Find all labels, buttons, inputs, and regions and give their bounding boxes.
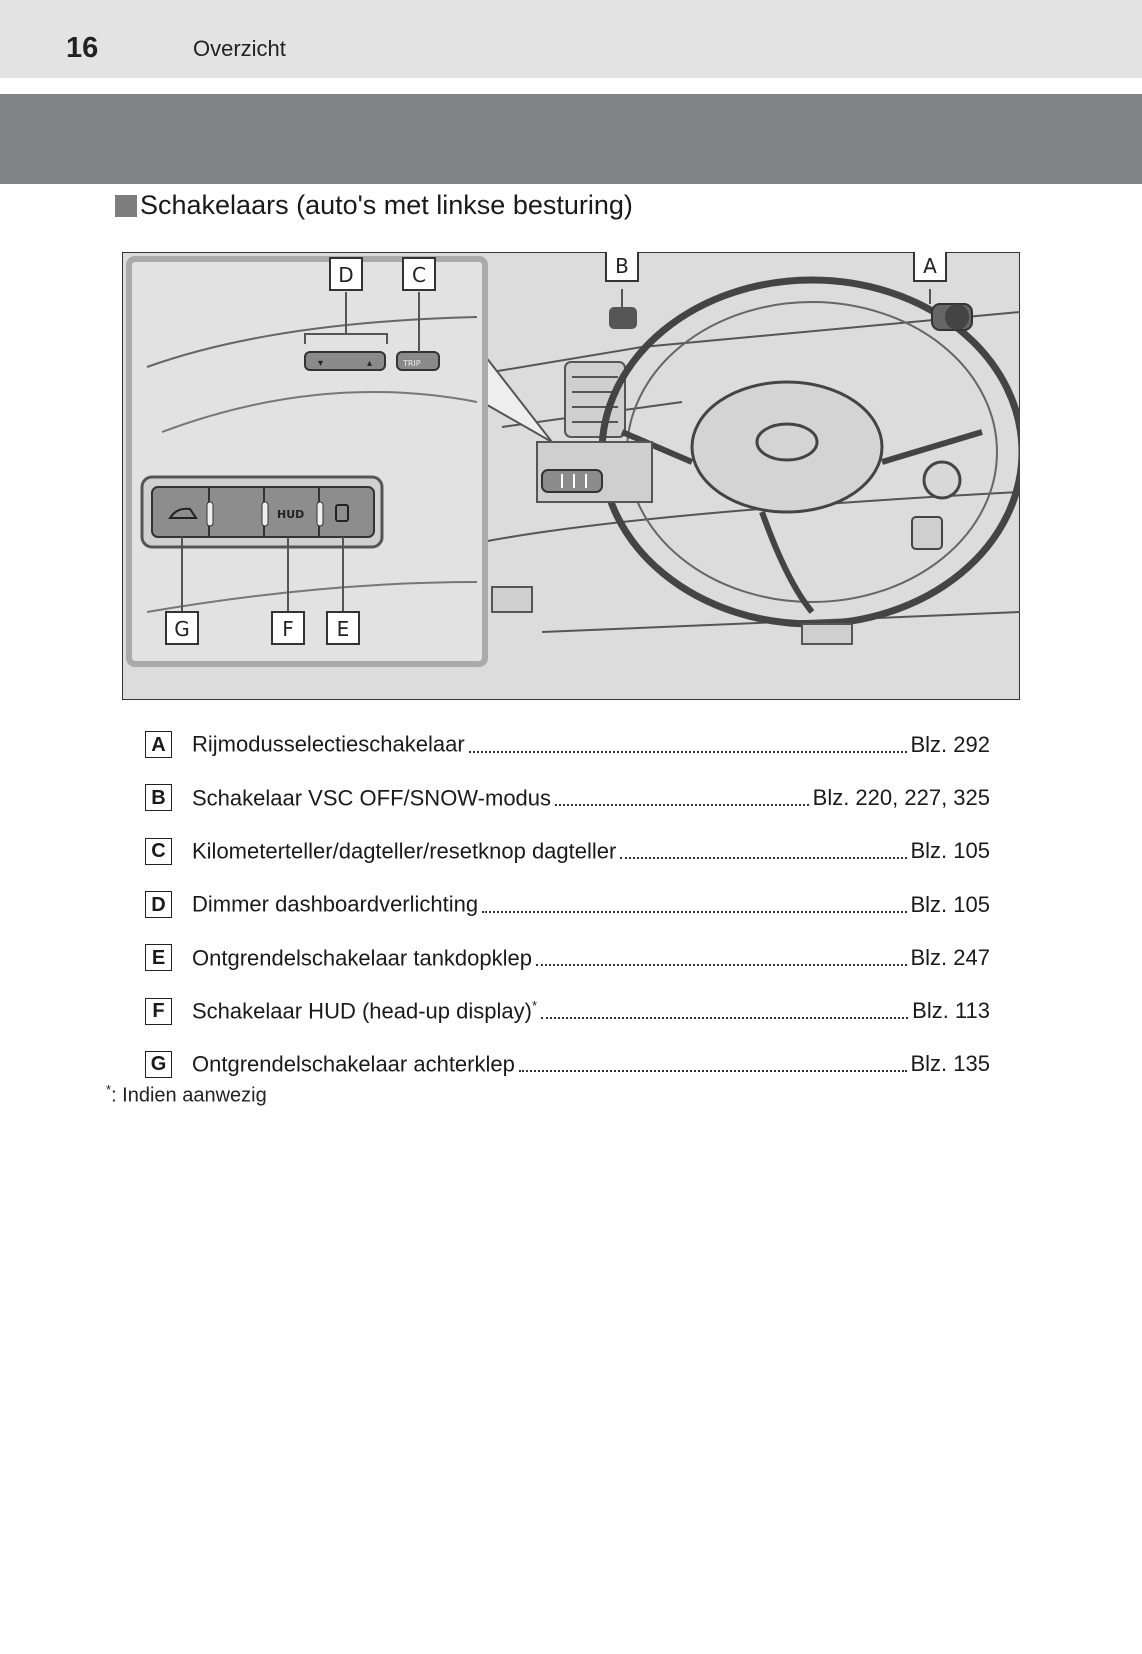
callout-row-e: E Ontgrendelschakelaar tankdopklep Blz. …: [145, 931, 990, 984]
section-heading: Schakelaars (auto's met linkse besturing…: [115, 190, 633, 221]
page-reference-link[interactable]: Blz. 292: [910, 731, 991, 757]
callout-label: Schakelaar VSC OFF/SNOW-modus: [192, 785, 552, 811]
callout-letter: F: [145, 997, 172, 1025]
page-reference-link[interactable]: Blz. 135: [910, 1051, 991, 1077]
callout-row-b: B Schakelaar VSC OFF/SNOW-modus Blz. 220…: [145, 771, 990, 824]
page-reference-link[interactable]: Blz. 105: [910, 891, 991, 917]
down-arrow-icon: ▾: [318, 358, 323, 369]
footnote: *: Indien aanwezig: [106, 1082, 267, 1108]
page-reference-link[interactable]: Blz. 113: [912, 998, 990, 1024]
fuel-door-icon: [335, 504, 349, 522]
switch-closeup-inset: ▾ ▴ TRIP HUD: [126, 256, 488, 667]
page-reference-link[interactable]: Blz. 220, 227, 325: [812, 784, 990, 810]
up-arrow-icon: ▴: [367, 358, 372, 369]
callout-letter: G: [145, 1050, 172, 1078]
page-reference-link[interactable]: Blz. 247: [910, 944, 991, 970]
callout-label: Dimmer dashboardverlichting: [192, 891, 479, 917]
label-a: A: [923, 254, 937, 278]
callout-row-a: A Rijmodusselectieschakelaar Blz. 292: [145, 718, 990, 771]
footnote-text: : Indien aanwezig: [111, 1084, 267, 1107]
callout-label: Kilometerteller/dagteller/resetknop dagt…: [192, 838, 617, 864]
trunk-icon: [168, 507, 198, 519]
callout-row-d: D Dimmer dashboardverlichting Blz. 105: [145, 878, 990, 931]
callout-letter: B: [145, 784, 172, 812]
callout-label: Ontgrendelschakelaar tankdopklep: [192, 945, 533, 970]
label-g: G: [174, 617, 190, 641]
callout-row-g: G Ontgrendelschakelaar achterklep Blz. 1…: [145, 1038, 990, 1091]
chapter-banner: [0, 94, 1142, 184]
section-marker-icon: [115, 194, 137, 217]
dashboard-drawing: ▾ ▴ TRIP HUD: [122, 252, 1020, 700]
leader-dots: [482, 910, 907, 913]
label-e: E: [337, 617, 350, 641]
callout-letter: C: [145, 837, 172, 865]
callout-letter: A: [145, 731, 172, 759]
section-title: Schakelaars (auto's met linkse besturing…: [140, 190, 633, 220]
page-reference-link[interactable]: Blz. 105: [910, 838, 991, 864]
label-b: B: [615, 254, 629, 278]
callout-letter: E: [145, 944, 172, 972]
hud-button-label: HUD: [277, 508, 304, 521]
leader-dots: [541, 1017, 909, 1020]
page-header: [0, 0, 1142, 78]
callout-label: Schakelaar HUD (head-up display)*: [192, 997, 537, 1024]
callout-label: Ontgrendelschakelaar achterklep: [192, 1051, 515, 1077]
leader-dots: [620, 857, 907, 860]
page-number: 16: [66, 32, 99, 64]
chapter-title: Overzicht: [193, 36, 286, 61]
dashboard-illustration: ▾ ▴ TRIP HUD: [122, 252, 1020, 700]
callout-label: Rijmodusselectieschakelaar: [192, 731, 465, 757]
label-f: F: [282, 617, 294, 641]
label-d: D: [338, 263, 353, 287]
label-c: C: [412, 263, 426, 287]
callout-list: A Rijmodusselectieschakelaar Blz. 292 B …: [145, 718, 990, 1091]
leader-dots: [518, 1070, 907, 1073]
trip-button-label: TRIP: [402, 359, 421, 368]
leader-dots: [536, 963, 907, 966]
leader-dots: [468, 750, 907, 753]
callout-row-f: F Schakelaar HUD (head-up display)* Blz.…: [145, 984, 990, 1037]
footnote-mark: *: [106, 1082, 112, 1097]
leader-dots: [555, 803, 809, 806]
dashboard-scene: [481, 276, 1020, 645]
callout-row-c: C Kilometerteller/dagteller/resetknop da…: [145, 825, 990, 878]
callout-letter: D: [145, 891, 172, 919]
